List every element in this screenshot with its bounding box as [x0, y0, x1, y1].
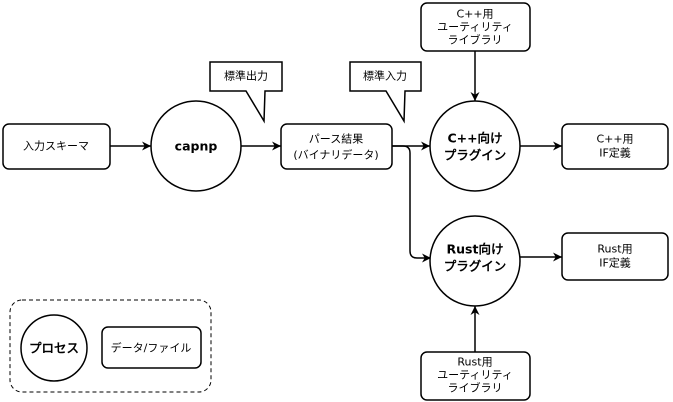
- cpp-if-definition-line-2: IF定義: [599, 146, 631, 160]
- rust-plugin-process-circle: [429, 215, 521, 307]
- rust-if-definition-line-1: Rust用: [597, 243, 632, 256]
- cpp-plugin-line-2: プラグイン: [444, 148, 507, 163]
- input-schema-box: [2, 123, 111, 170]
- legend-process: プロセス: [20, 314, 88, 382]
- stdin-callout-bubble: [349, 61, 422, 124]
- capnp-label: capnp: [175, 139, 218, 154]
- legend-data-file: データ/ファイル: [101, 326, 202, 369]
- callout-stdin: 標準入力: [349, 61, 422, 124]
- stdout-callout-bubble: [209, 61, 283, 124]
- rust-utility-library-line-2: ユーティリティ: [437, 369, 513, 382]
- cpp-utility-library-line-2: ユーティリティ: [437, 21, 513, 34]
- node-parse-result: パース結果 (バイナリデータ): [280, 123, 393, 170]
- node-cpp-utility-library: C++用 ユーティリティ ライブラリ: [420, 2, 531, 52]
- cpp-utility-library-line-3: ライブラリ: [448, 33, 503, 47]
- stdout-callout-label: 標準出力: [224, 69, 268, 83]
- rust-plugin-line-1: Rust向け: [447, 242, 504, 257]
- cpp-if-definition-box: [561, 123, 669, 170]
- parse-result-label-line-1: パース結果: [309, 132, 363, 146]
- cpp-plugin-line-1: C++向け: [447, 131, 502, 146]
- stdin-callout-label: 標準入力: [363, 69, 407, 83]
- node-capnp: capnp: [150, 100, 242, 192]
- rust-utility-library-line-1: Rust用: [457, 356, 492, 369]
- cpp-utility-library-box: [420, 2, 531, 52]
- cpp-plugin-process-circle: [429, 100, 521, 192]
- legend-data-file-label: データ/ファイル: [111, 341, 192, 355]
- legend-data-file-box: [101, 326, 202, 369]
- legend: プロセス データ/ファイル: [9, 299, 212, 393]
- node-rust-utility-library: Rust用 ユーティリティ ライブラリ: [420, 351, 531, 401]
- cpp-utility-library-line-1: C++用: [456, 8, 493, 21]
- rust-if-definition-line-2: IF定義: [599, 256, 631, 270]
- rust-if-definition-box: [561, 232, 669, 281]
- legend-process-circle: [20, 314, 88, 382]
- legend-process-label: プロセス: [29, 341, 79, 356]
- connectors: [110, 51, 562, 352]
- node-rust-plugin: Rust向け プラグイン: [429, 215, 521, 307]
- node-cpp-if-definition: C++用 IF定義: [561, 123, 669, 170]
- node-input-schema: 入力スキーマ: [2, 123, 111, 170]
- callout-stdout: 標準出力: [209, 61, 283, 124]
- capnp-process-circle: [150, 100, 242, 192]
- arrow-parse-result-to-rust-plugin: [392, 145, 431, 263]
- cpp-if-definition-line-1: C++用: [596, 133, 633, 146]
- node-cpp-plugin: C++向け プラグイン: [429, 100, 521, 192]
- parse-result-label-line-2: (バイナリデータ): [293, 148, 378, 162]
- node-rust-if-definition: Rust用 IF定義: [561, 232, 669, 281]
- legend-frame: [9, 299, 212, 393]
- input-schema-label: 入力スキーマ: [23, 140, 89, 153]
- rust-plugin-line-2: プラグイン: [444, 259, 507, 274]
- parse-result-box: [280, 123, 393, 170]
- rust-utility-library-box: [420, 351, 531, 401]
- rust-utility-library-line-3: ライブラリ: [448, 381, 503, 395]
